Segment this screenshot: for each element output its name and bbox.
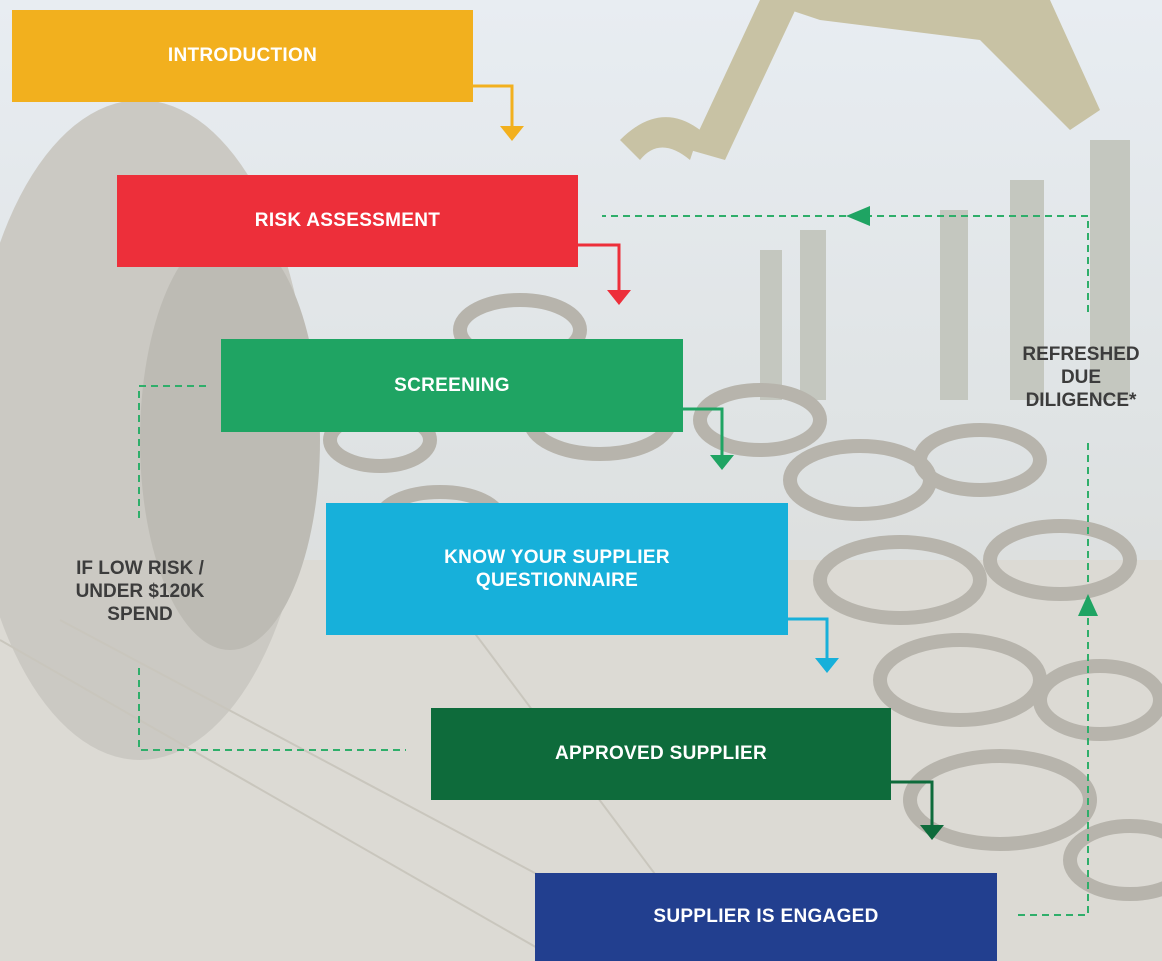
step-approved-supplier: APPROVED SUPPLIER — [431, 708, 891, 800]
arrow-kys-to-approved — [788, 617, 839, 673]
step-supplier-engaged-label: SUPPLIER IS ENGAGED — [653, 906, 879, 928]
low-risk-label: IF LOW RISK / UNDER $120K SPEND — [30, 558, 250, 626]
step-introduction: INTRODUCTION — [12, 10, 473, 102]
low-risk-label-line-2: UNDER $120K — [75, 580, 205, 602]
arrow-screening-to-kys — [683, 407, 734, 470]
low-risk-label-line-1: IF LOW RISK / — [76, 558, 204, 579]
step-screening: SCREENING — [221, 339, 683, 432]
refreshed-label-line-1: REFRESHED — [1022, 344, 1140, 365]
step-approved-supplier-label: APPROVED SUPPLIER — [554, 743, 768, 765]
low-risk-label-line-3: SPEND — [107, 603, 173, 625]
step-risk-assessment-label: RISK ASSESSMENT — [254, 210, 441, 232]
step-kys-label-line-1: KNOW YOUR SUPPLIER — [444, 546, 670, 568]
step-supplier-engaged: SUPPLIER IS ENGAGED — [535, 873, 997, 961]
arrow-intro-to-risk — [473, 84, 524, 141]
refreshed-diligence-loop — [602, 206, 1098, 916]
refreshed-label-line-2: DUE — [1060, 366, 1102, 388]
low-risk-bypass-path — [138, 385, 406, 751]
step-risk-assessment: RISK ASSESSMENT — [117, 175, 578, 267]
step-kys-label-line-2: QUESTIONNAIRE — [475, 570, 639, 591]
step-kys-questionnaire: KNOW YOUR SUPPLIER QUESTIONNAIRE — [326, 503, 788, 635]
arrow-risk-to-screening — [578, 243, 631, 305]
refreshed-diligence-label: REFRESHED DUE DILIGENCE* — [1000, 344, 1162, 412]
refreshed-label-line-3: DILIGENCE* — [1025, 389, 1137, 411]
arrow-approved-to-engaged — [891, 780, 944, 840]
step-introduction-label: INTRODUCTION — [167, 45, 318, 67]
step-screening-label: SCREENING — [394, 374, 510, 396]
